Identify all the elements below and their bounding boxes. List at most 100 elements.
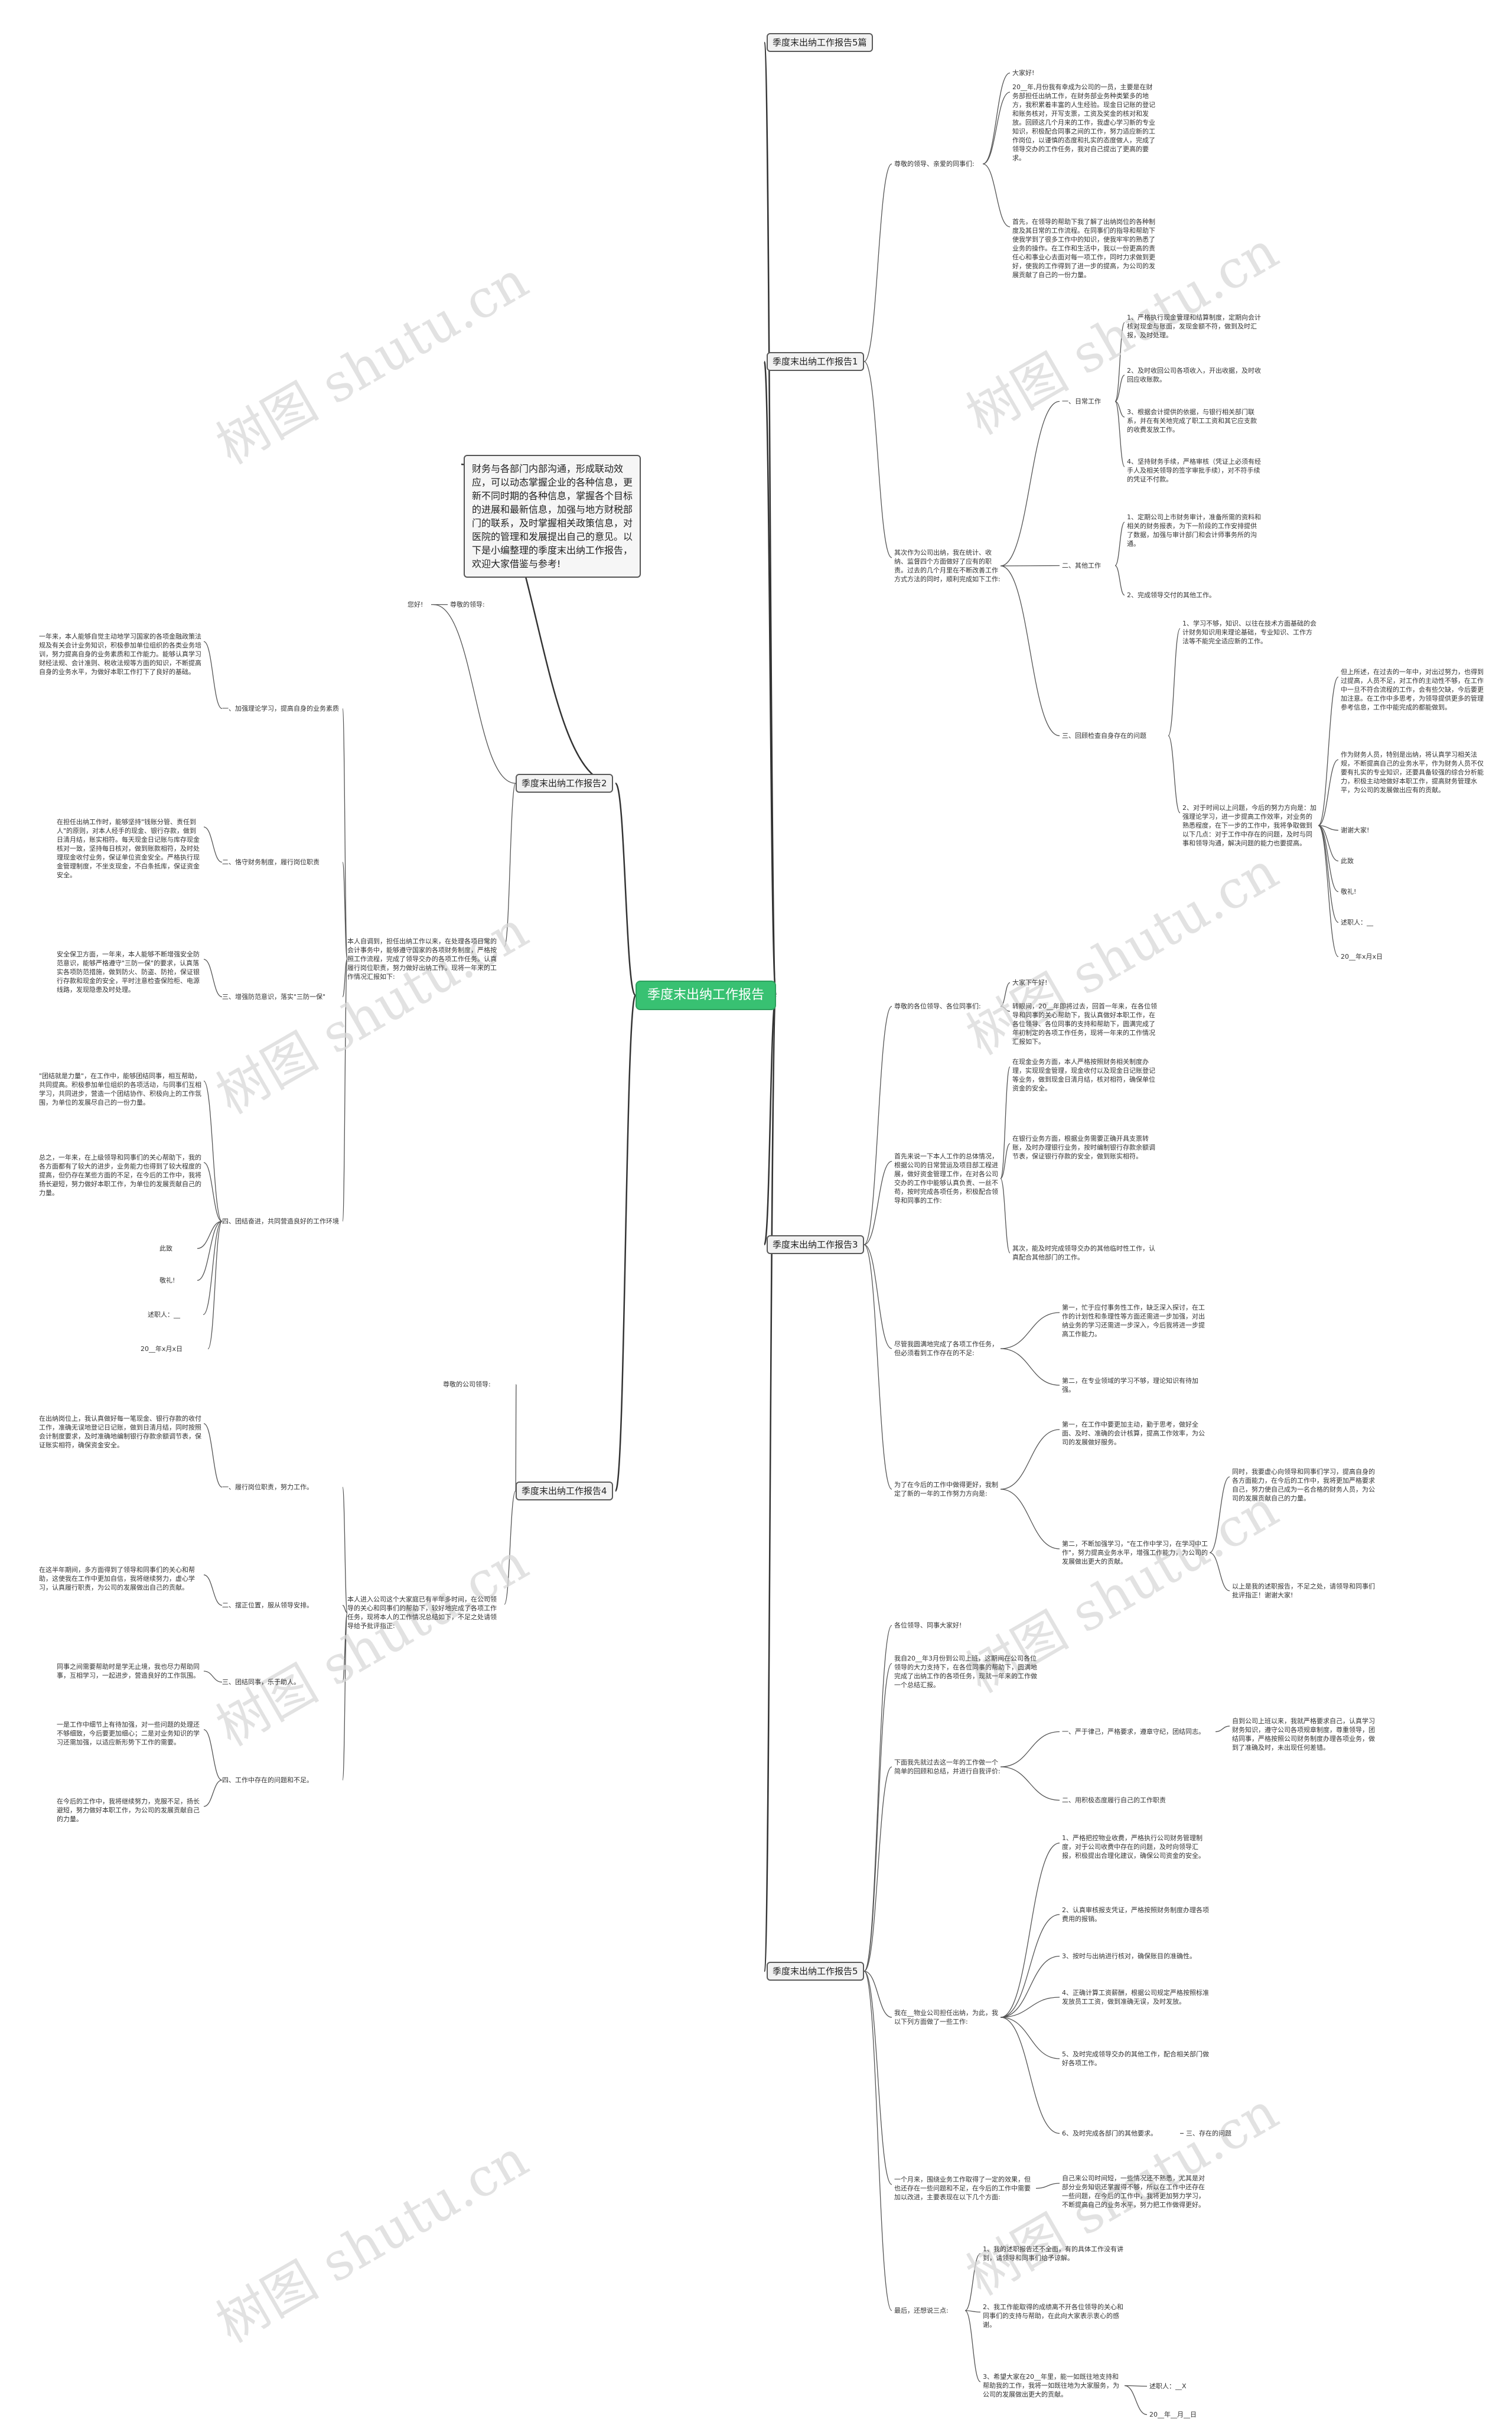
root-topic[interactable]: 季度末出纳工作报告 [636,981,777,1010]
connector-line [1209,1552,1230,1591]
connector-line [342,708,348,960]
connector-line [207,1220,223,1350]
connector-line [1000,1005,1011,1012]
connector-line [203,1779,223,1807]
topic-node: 2、及时收回公司各项收入，开出收据，及时收回应收账款。 [1127,367,1261,383]
branch-report-1[interactable]: 季度末出纳工作报告1 [767,352,864,371]
topic-node: 此致 [1341,857,1354,865]
connector-line [203,1220,223,1316]
connector-line [433,604,516,784]
connector-line [863,1971,892,2185]
topic-node: 在出纳岗位上，我认真做好每一笔现金、银行存款的收付工作，准确无误地登记日记账，做… [39,1415,201,1449]
branch-report-5[interactable]: 季度末出纳工作报告5 [767,1962,864,1981]
connector-line [504,1490,516,1605]
topic-node: 敬礼! [159,1277,175,1284]
topic-node: 4、坚持财务手续，严格审核（凭证上必须有经手人及相关领导的签字审批手续），对不符… [1127,458,1261,483]
connector-line [1035,2183,1060,2189]
connector-line [982,163,1011,227]
topic-node: 第一，在工作中要更加主动，勤于思考，做好全面、及时、准确的会计核算，提高工作效率… [1062,1421,1205,1446]
topic-node: 三、存在的问题 [1186,2130,1231,2137]
topic-node: 4、正确计算工资薪酬，根据公司规定严格按照标准发放员工工资，做到准确无误，及时发… [1062,1989,1209,2005]
connector-line [982,92,1011,165]
topic-node: 大家好! [1012,69,1035,77]
connector-line [863,361,892,558]
connector-line [203,1729,223,1781]
branch-report-2[interactable]: 季度末出纳工作报告2 [516,774,613,793]
topic-node: 三、回顾检查自身存在的问题 [1062,732,1146,740]
topic-node: 述职人：__ [148,1311,180,1318]
topic-node: 同事之间需要帮助时是学无止境，我也尽力帮助同事，互相学习，一起进步，营造良好的工… [57,1663,200,1679]
connector-line [203,1080,223,1222]
topic-node: 敬礼! [1341,888,1357,896]
connector-line [342,958,348,998]
topic-node: 首先，在领导的帮助下我了解了出纳岗位的各种制度及其日常的工作流程。在同事们的指导… [1012,218,1155,279]
topic-node: 大家下午好! [1012,979,1048,987]
connector-line [1000,982,1011,1007]
connector-line [1318,825,1339,893]
topic-node: 尊敬的领导、亲爱的同事们: [894,160,975,168]
connector-line [1000,1997,1060,2018]
topic-node: 20__年,月份我有幸成为公司的一员，主要是在财务部担任出纳工作，在财务部业务种… [1012,83,1155,162]
topic-node: 四、团结奋进，共同营造良好的工作环境 [222,1217,339,1225]
connector-line [863,1244,892,1349]
connector-line [203,1671,223,1683]
branch-report-3[interactable]: 季度末出纳工作报告3 [767,1235,864,1254]
topic-node: 第二，不断加强学习，"在工作中学习，在学习中工作"，努力提高业务水平，增强工作能… [1062,1540,1208,1565]
topic-node: 1、学习不够，知识、以往在技术方面基础的会计财务知识用来理论基础，专业知识、工作… [1182,620,1317,645]
topic-node: 各位领导、同事大家好! [894,1622,962,1629]
connector-line [863,1161,892,1245]
connector-line [203,1162,223,1222]
topic-node: 安全保卫方面，一年来，本人能够不断增强安全防范意识，能够严格遵守"三防一保"的要… [57,950,200,994]
connector-line [1000,1143,1011,1179]
connector-line [1000,1066,1011,1179]
connector-line [763,360,777,997]
connector-line [863,163,892,362]
connector-line [203,641,223,709]
topic-node: 述职人：__X [1149,2382,1187,2390]
connector-line [1115,322,1125,402]
connector-line [1318,825,1339,862]
branch-report-4[interactable]: 季度末出纳工作报告4 [516,1482,613,1500]
topic-node: 第二，在专业领域的学习不够，理论知识有待加强。 [1062,1377,1198,1394]
topic-node: 最后，还想说三点: [894,2307,949,2314]
topic-node: 同时，我要虚心向领导和同事们学习，提高自身的各方面能力，在今后的工作中，我将更加… [1232,1468,1375,1502]
topic-node: 但上所述，在过去的一年中，对出过努力，也得到过提高，人员不足，对工作的主动性不够… [1341,668,1484,711]
topic-node: 尊敬的公司领导: [443,1381,491,1388]
topic-node: 在银行业务方面，根据业务需要正确开具支票转账，及时办理银行业务，按时编制银行存款… [1012,1135,1155,1160]
topic-node: 我自20__年3月份到公司上班，这期间在公司各位领导的大力支持下，在各位同事的帮… [894,1655,1037,1689]
topic-node: 3、按时与出纳进行核对，确保账目的准确性。 [1062,1952,1196,1960]
topic-node: 1、我的述职报告还不全面，有的具体工作没有讲到，请领导和同事们给予谅解。 [983,2245,1123,2262]
topic-node: 5、及时完成领导交办的其他工作，配合相关部门做好各项工作。 [1062,2050,1209,2067]
topic-node: 在这半年期间，多方面得到了领导和同事们的关心和帮助，这使我在工作中更加自信，我将… [39,1566,195,1591]
connector-line [1000,1429,1060,1490]
connector-line [982,72,1011,165]
topic-node: 在今后的工作中，我将继续努力，克服不足，扬长避短，努力做好本职工作，为公司的发展… [57,1798,200,1823]
connector-line [1124,2385,1148,2415]
connector-line [964,2253,981,2311]
connector-line [1209,1476,1230,1554]
topic-node: 四、工作中存在的问题和不足。 [222,1776,313,1784]
connector-line [964,2310,981,2313]
topic-node: 作为财务人员，特别是出纳，将认真学习相关法规，不断提高自己的业务水平，作为财务人… [1341,751,1484,794]
connector-line [763,994,777,1972]
topic-node: 20__年x月x日 [141,1345,183,1353]
topic-node: 本人自调到，担任出纳工作以来，在处理各项日常的会计事务中，能够遵守国家的各项财务… [347,937,497,981]
connector-line [197,1220,223,1281]
connector-line [1000,1766,1060,1801]
connector-line [964,2310,981,2382]
connector-line [863,1663,892,1972]
topic-node: 2、认真审核报支凭证，严格按照财务制度办理各项费用的报销。 [1062,1906,1209,1923]
connector-line [203,959,223,998]
topic-node: 此致 [159,1245,172,1252]
connector-line [763,41,777,997]
topic-node: 自己来公司时间短，一些情况还不熟悉，尤其是对部分业务知识还掌握得不够，所以在工作… [1062,2174,1205,2209]
connector-line [203,1574,223,1606]
connector-line [1215,1725,1230,1733]
topic-node: 20__年__月__日 [1149,2411,1197,2418]
connector-line [1318,825,1339,923]
connector-line [1000,1955,1060,2018]
connector-line [1115,401,1125,467]
branch-overview[interactable]: 季度末出纳工作报告5篇 [767,33,873,52]
topic-node: 为了在今后的工作中做得更好，我制定了新的一年的工作努力方向是: [894,1481,998,1497]
topic-node: 一是工作中细节上有待加强，对一些问题的处理还不够细致，今后要更加细心；二是对业务… [57,1721,200,1746]
